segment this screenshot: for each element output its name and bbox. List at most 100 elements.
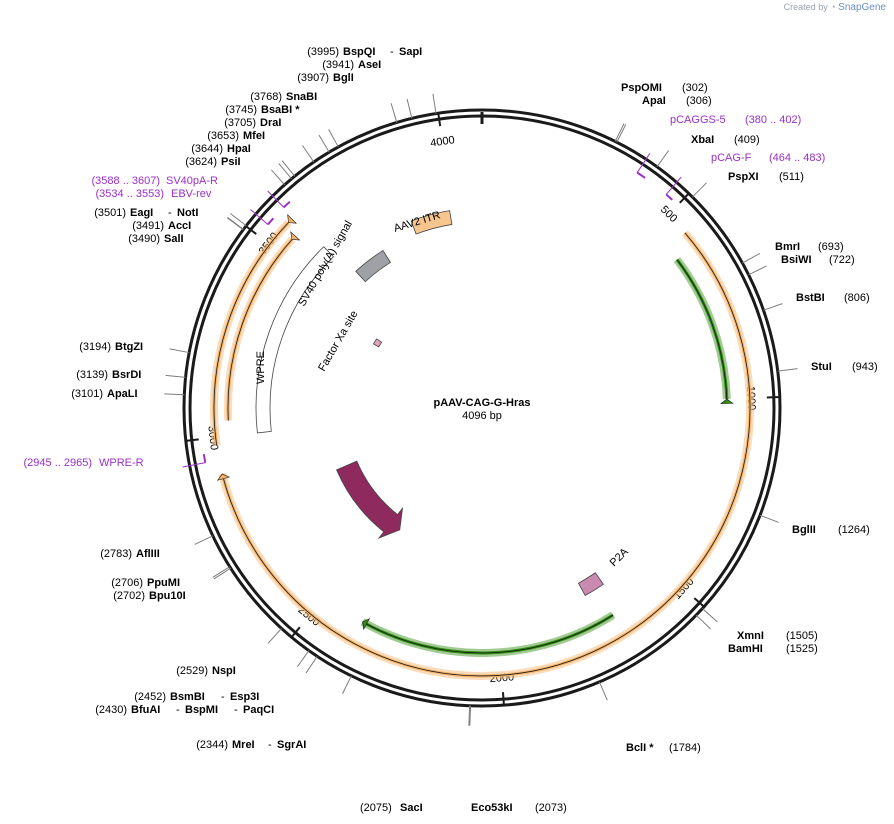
site-name: BclI * — [626, 742, 654, 754]
site-name: Bpu10I — [149, 590, 186, 602]
primer-range: (2945 .. 2965) — [24, 457, 93, 469]
primer-wpre-r: (2945 .. 2965) WPRE-R — [24, 457, 144, 469]
site-leader-line — [742, 252, 761, 264]
primer-mark — [636, 171, 646, 179]
site-ppumi: (2706) PpuMI — [111, 577, 180, 589]
site-bsrdi: (3139) BsrDI — [76, 369, 141, 381]
feature-arc-core — [362, 614, 614, 654]
site-leader-line — [598, 681, 608, 701]
tick-mark — [501, 692, 505, 706]
site-pos: (2783) — [100, 548, 132, 560]
site-pos: (409) — [734, 134, 760, 146]
site-pos: (3501) — [94, 207, 126, 219]
site-name-2: Esp3I — [230, 691, 259, 703]
site-leader-line — [777, 368, 798, 372]
sv40-polya-feature — [355, 250, 391, 283]
site-xmni: XmnI (1505) — [737, 630, 818, 642]
primer-range: (3588 .. 3607) — [92, 175, 161, 187]
site-sep-2: - — [234, 704, 238, 716]
site-leader-line — [695, 614, 711, 630]
primer-leader — [267, 190, 285, 208]
primer-leader — [250, 209, 269, 225]
hras-feature-arrow — [336, 460, 404, 539]
site-pos: (2706) — [111, 577, 143, 589]
feature-label-factor-xa: Factor Xa site — [316, 309, 360, 374]
site-name: SalI — [164, 233, 184, 245]
site-pos: (2529) — [176, 665, 208, 677]
site-leader-lines — [164, 93, 798, 726]
site-name-3: PaqCI — [243, 704, 274, 716]
backbone-outer-circle — [182, 108, 782, 708]
site-name: BamHI — [728, 643, 763, 655]
snapgene-watermark: Created by ◔ SnapGene — [784, 2, 886, 13]
site-name: HpaI — [227, 143, 251, 155]
site-btgzi: (3194) BtgZI — [79, 341, 143, 353]
feature-label-wpre: WPRE — [255, 351, 267, 384]
primer-mark — [665, 193, 673, 201]
feature-label-hras: H-Ras — [304, 546, 336, 575]
site-bspqi: (3995) BspQI - SapI — [307, 46, 422, 58]
tick-mark — [245, 225, 257, 235]
site-pos: (306) — [686, 95, 712, 107]
plasmid-length: 4096 bp — [462, 410, 502, 422]
site-name: BstBI — [796, 292, 825, 304]
site-name: DraI — [260, 117, 281, 129]
tick-mark — [185, 438, 199, 442]
tick-label: 4000 — [430, 134, 456, 149]
primer-name: EBV-rev — [171, 188, 212, 200]
feature-arcs — [210, 214, 754, 680]
site-pos: (2344) — [196, 739, 228, 751]
primer-ebv-rev: (3534 .. 3553) EBV-rev — [96, 188, 212, 200]
site-name: BglI — [333, 72, 354, 84]
watermark-prefix: Created by — [783, 2, 828, 12]
site-pos: (511) — [779, 171, 804, 183]
site-name: AccI — [168, 220, 191, 232]
site-sep: - — [221, 691, 225, 703]
tick-mark — [290, 626, 301, 638]
site-stui: StuI (943) — [811, 361, 878, 373]
site-name-2: SgrAI — [277, 739, 306, 751]
site-name: SacI — [400, 802, 423, 814]
site-snabi: (3768) SnaBI — [250, 91, 317, 103]
feature-arc — [361, 613, 614, 655]
site-leader-line — [468, 705, 471, 726]
tick-mark — [679, 192, 690, 204]
site-name: StuI — [811, 361, 832, 373]
site-leader-line — [342, 675, 352, 694]
site-pos: (3101) — [71, 388, 103, 400]
primer-mark — [267, 217, 275, 226]
site-pos: (722) — [829, 254, 855, 266]
site-pos: (1784) — [669, 742, 701, 754]
site-leader-line — [692, 182, 707, 198]
site-leader-line — [213, 567, 231, 580]
site-bcli: BclI * (1784) — [626, 742, 701, 754]
site-name: BtgZI — [115, 341, 143, 353]
site-pos: (1525) — [786, 643, 818, 655]
site-bpu10i: (2702) Bpu10I — [113, 590, 185, 602]
feature-arrowhead — [287, 214, 297, 224]
site-name: AflIII — [136, 548, 160, 560]
site-leader-line — [267, 628, 282, 644]
site-leader-line — [305, 656, 318, 674]
site-bglii: BglII (1264) — [792, 524, 870, 536]
site-pos: (2073) — [535, 802, 567, 814]
site-bsabi: (3745) BsaBI * — [225, 104, 300, 116]
site-name-2: BspMI — [185, 704, 218, 716]
feature-arc-core — [221, 232, 751, 677]
site-bfuai: (2430) BfuAI - BspMI - PaqCI — [95, 704, 274, 716]
site-asei: (3941) AseI — [322, 59, 381, 71]
primer-leader — [636, 153, 651, 173]
site-pos: (3768) — [250, 91, 282, 103]
site-leader-line — [432, 93, 437, 114]
site-pos: (3941) — [322, 59, 354, 71]
site-pos: (302) — [682, 82, 708, 94]
site-name: XbaI — [691, 134, 714, 146]
primer-range: (3534 .. 3553) — [96, 188, 165, 200]
feature-arrowhead — [720, 398, 734, 404]
site-pos: (3745) — [225, 104, 257, 116]
site-leader-line — [194, 535, 214, 545]
site-name: ApaLI — [107, 388, 138, 400]
site-pos: (693) — [818, 241, 844, 253]
site-leader-line — [281, 160, 296, 177]
site-sep: - — [176, 704, 180, 716]
